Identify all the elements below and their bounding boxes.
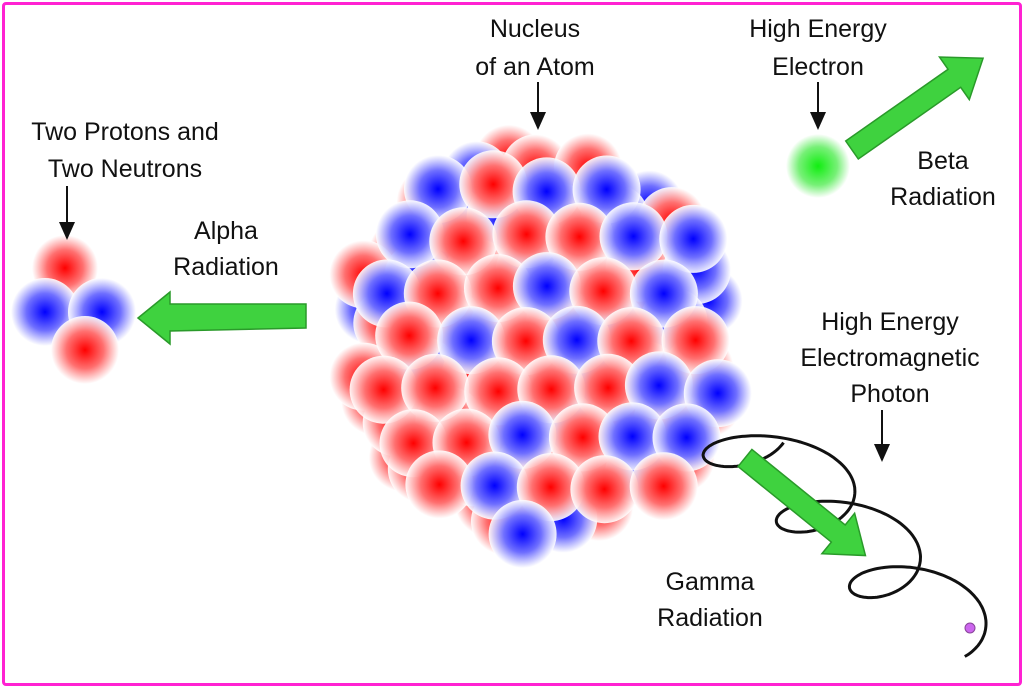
neutron <box>512 252 581 321</box>
gamma-arrow <box>737 448 867 557</box>
svg-text:Alpha: Alpha <box>194 217 258 245</box>
alpha-arrow <box>136 290 307 346</box>
proton <box>405 450 474 519</box>
svg-text:Gamma: Gamma <box>666 568 755 596</box>
neutron <box>437 306 506 375</box>
svg-text:High Energy: High Energy <box>821 308 959 336</box>
photon-label: Photon <box>850 380 929 408</box>
proton <box>464 254 532 323</box>
electron <box>786 134 850 198</box>
neutron <box>488 400 557 469</box>
svg-text:Beta: Beta <box>917 147 969 175</box>
proton <box>51 316 119 384</box>
alpha-particle <box>11 235 136 384</box>
proton <box>459 150 528 219</box>
proton <box>661 306 730 375</box>
svg-text:Radiation: Radiation <box>890 183 996 211</box>
electron-label: Electron <box>772 53 864 81</box>
proton <box>401 353 470 422</box>
svg-text:Electron: Electron <box>772 53 864 81</box>
neutron <box>659 204 728 273</box>
electron-label: High Energy <box>749 15 887 43</box>
neutron <box>375 200 444 269</box>
neutron <box>624 351 693 420</box>
gamma-label: Gamma <box>666 568 755 596</box>
svg-text:Two Neutrons: Two Neutrons <box>48 155 202 183</box>
alpha-particle-label: Two Neutrons <box>48 155 202 183</box>
beta-label: Beta <box>917 147 969 175</box>
alpha-label: Radiation <box>173 253 279 281</box>
proton <box>492 200 561 269</box>
photon-label: High Energy <box>821 308 959 336</box>
nucleus-label: Nucleus <box>490 15 580 43</box>
proton <box>545 202 614 271</box>
svg-text:Radiation: Radiation <box>173 253 279 281</box>
proton <box>629 452 698 521</box>
nucleus-label: of an Atom <box>475 53 595 81</box>
svg-text:Nucleus: Nucleus <box>490 15 580 43</box>
photon-label: Electromagnetic <box>800 344 979 372</box>
neutron <box>599 202 668 271</box>
svg-text:High Energy: High Energy <box>749 15 887 43</box>
svg-text:of an Atom: of an Atom <box>475 53 595 81</box>
proton <box>570 455 639 524</box>
proton <box>429 207 498 276</box>
svg-text:Electromagnetic: Electromagnetic <box>800 344 979 372</box>
photon-tip <box>964 622 976 634</box>
proton <box>349 355 418 424</box>
proton <box>375 301 444 370</box>
svg-text:Two Protons and: Two Protons and <box>31 118 219 146</box>
svg-text:Radiation: Radiation <box>657 604 763 632</box>
gamma-label: Radiation <box>657 604 763 632</box>
proton <box>548 403 617 472</box>
neutron <box>488 500 557 568</box>
nucleus <box>329 124 752 568</box>
neutron <box>598 402 667 471</box>
beta-arrow <box>844 56 985 161</box>
svg-text:Photon: Photon <box>850 380 929 408</box>
beta-label: Radiation <box>890 183 996 211</box>
pointer-lines <box>59 82 890 462</box>
alpha-label: Alpha <box>194 217 258 245</box>
alpha-particle-label: Two Protons and <box>31 118 219 146</box>
